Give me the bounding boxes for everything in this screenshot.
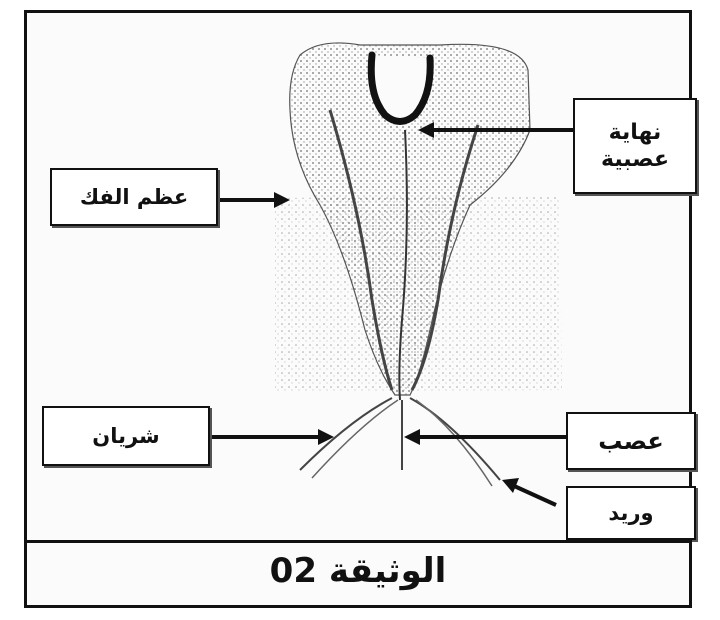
vein-vessel-2 [416, 400, 492, 486]
label-vein: وريد [566, 486, 696, 540]
caption-bar: الوثيقة 02 [24, 540, 692, 608]
arrow-artery [210, 429, 334, 445]
label-nerve-ending: نهاية عصبية [573, 98, 697, 194]
arrow-vein [502, 478, 556, 505]
label-nerve: عصب [566, 412, 696, 470]
artery-vessel [300, 398, 392, 470]
label-jaw-bone: عظم الفك [50, 168, 218, 226]
nerve-ending-notch [371, 55, 430, 122]
arrow-nerve [404, 429, 568, 445]
label-artery: شريان [42, 406, 210, 466]
document-caption: الوثيقة 02 [24, 551, 692, 591]
